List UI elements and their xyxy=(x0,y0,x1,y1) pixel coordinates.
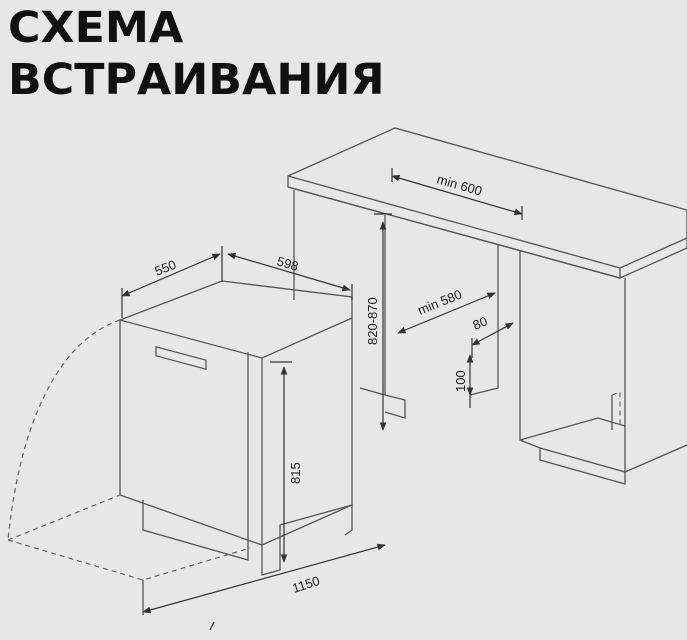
dim-min-600: min 600 xyxy=(391,168,523,220)
cabinet-right-panel xyxy=(469,245,687,485)
title-line-1: СХЕМА xyxy=(8,3,184,53)
dim-1150: 1150 xyxy=(142,543,386,631)
label-min-600: min 600 xyxy=(435,171,484,198)
dim-80: 80 xyxy=(471,313,514,358)
label-550: 550 xyxy=(153,257,179,279)
label-820-870: 820-870 xyxy=(365,297,380,345)
dim-815: 815 xyxy=(270,361,303,563)
dim-100: 100 xyxy=(453,354,474,408)
page-title: СХЕМА ВСТРАИВАНИЯ xyxy=(8,2,385,106)
cabinet-left-panel xyxy=(293,190,406,419)
label-1150: 1150 xyxy=(290,573,321,596)
dim-550: 550 xyxy=(121,246,223,318)
label-100: 100 xyxy=(453,370,468,392)
label-80: 80 xyxy=(471,313,490,332)
dim-820-870: 820-870 xyxy=(365,213,392,431)
title-line-2: ВСТРАИВАНИЯ xyxy=(8,55,385,105)
label-815: 815 xyxy=(288,462,303,484)
label-598: 598 xyxy=(275,253,300,273)
door-swing-arc xyxy=(7,319,251,615)
dishwasher-unit xyxy=(119,280,353,576)
countertop xyxy=(287,127,687,279)
dim-598: 598 xyxy=(227,252,353,300)
label-min-580: min 580 xyxy=(416,287,465,318)
